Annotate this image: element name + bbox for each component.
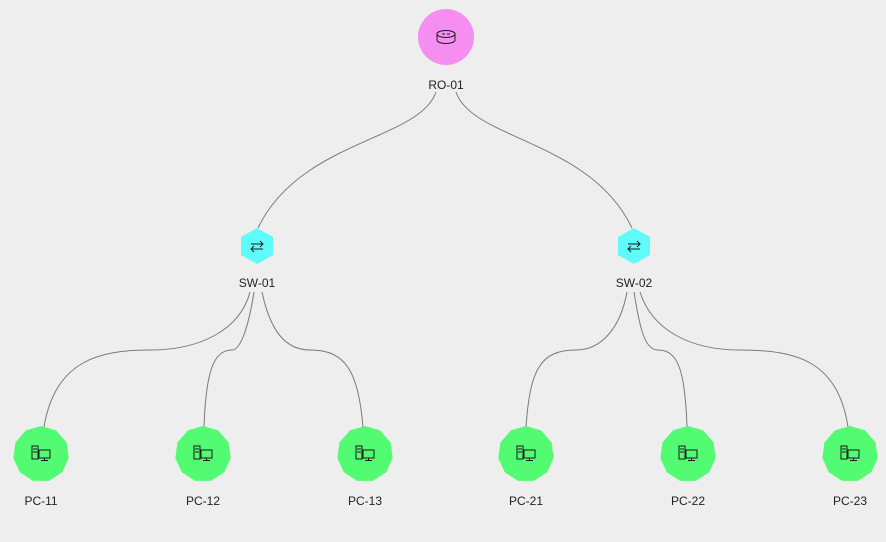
pc-node-shape: [337, 426, 393, 481]
computer-icon: [678, 445, 698, 461]
computer-icon: [31, 445, 51, 461]
pc-node-pc13[interactable]: PC-13: [337, 426, 393, 508]
computer-icon: [840, 445, 860, 461]
pc-node-shape: [822, 426, 878, 481]
switch-node-shape: [241, 228, 273, 264]
pc-node-shape: [660, 426, 716, 481]
switch-node-shape: [618, 228, 650, 264]
computer-icon: [516, 445, 536, 461]
edge-sw01-pc11: [43, 291, 251, 428]
pc-node-pc23[interactable]: PC-23: [822, 426, 878, 508]
pc-label: PC-21: [509, 494, 543, 508]
edge-sw02-pc23: [639, 291, 849, 428]
edge-sw02-pc22: [633, 291, 688, 428]
pc-node-pc11[interactable]: PC-11: [13, 426, 69, 508]
switch-arrows-icon: [627, 240, 641, 253]
pc-node-shape: [13, 426, 69, 481]
edge-ro01-sw02: [455, 91, 633, 229]
edge-sw01-pc13: [261, 291, 364, 428]
switch-node-sw02[interactable]: SW-02: [616, 228, 653, 290]
edges-layer: [43, 91, 849, 428]
edge-sw02-pc21: [525, 291, 628, 428]
pc-label: PC-12: [186, 494, 220, 508]
edge-ro01-sw01: [257, 91, 437, 229]
router-icon: [436, 30, 456, 44]
computer-icon: [355, 445, 375, 461]
pc-label: PC-13: [348, 494, 382, 508]
pc-label: PC-23: [833, 494, 867, 508]
pc-node-shape: [498, 426, 554, 481]
switch-label: SW-01: [239, 276, 276, 290]
pc-node-shape: [175, 426, 231, 481]
pc-label: PC-22: [671, 494, 705, 508]
router-node-ro01[interactable]: RO-01: [418, 9, 474, 92]
pc-node-pc21[interactable]: PC-21: [498, 426, 554, 508]
switch-arrows-icon: [250, 240, 264, 253]
switch-label: SW-02: [616, 276, 653, 290]
pc-node-pc22[interactable]: PC-22: [660, 426, 716, 508]
pc-label: PC-11: [24, 494, 57, 508]
router-label: RO-01: [428, 78, 464, 92]
pc-nodes-layer: PC-11 PC-12 PC-13 PC-21 PC-22 PC-23: [13, 426, 878, 508]
switch-node-sw01[interactable]: SW-01: [239, 228, 276, 290]
computer-icon: [193, 445, 213, 461]
edge-sw01-pc12: [203, 291, 255, 428]
pc-node-pc12[interactable]: PC-12: [175, 426, 231, 508]
